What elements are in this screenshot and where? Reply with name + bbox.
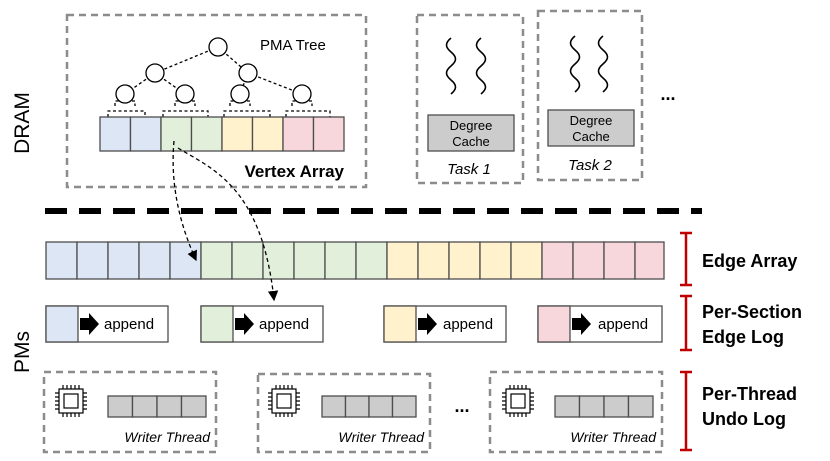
edge-log-1: append <box>45 305 169 343</box>
vertex-cell <box>190 116 223 152</box>
edge-cell <box>76 241 109 280</box>
undo-log-cell <box>344 395 370 418</box>
edge-cell <box>107 241 140 280</box>
undo-log-cell <box>321 395 347 418</box>
writer-thread-2: Writer Thread <box>256 372 432 454</box>
cpu-chip-icon <box>55 385 87 417</box>
append-arrow-icon <box>235 313 254 335</box>
edge-cell <box>417 241 450 280</box>
vertex-cell <box>160 116 193 152</box>
append-arrow-icon <box>418 313 437 335</box>
edge-cell <box>45 241 78 280</box>
undo-log-cell <box>107 395 134 418</box>
edge-cell <box>200 241 233 280</box>
edge-array <box>45 241 665 280</box>
task2-thread-icon <box>569 35 609 93</box>
undo-log-label-line2: Undo Log <box>702 409 786 429</box>
undo-log-label-line1: Per-Thread <box>702 384 797 404</box>
undo-log-cell <box>131 395 158 418</box>
append-label: append <box>104 316 154 333</box>
vertex-region-box <box>65 13 368 189</box>
edge-log-2: append <box>200 305 324 343</box>
task1-label: Task 1 <box>447 161 491 178</box>
edge-cell <box>138 241 171 280</box>
vertex-array-label: Vertex Array <box>244 162 344 181</box>
edge-cell <box>603 241 636 280</box>
undo-log-cell <box>156 395 183 418</box>
append-arrow-icon <box>80 313 99 335</box>
bracket-edge-log <box>680 294 692 352</box>
pms-label: PMs <box>11 331 34 373</box>
vertex-cell <box>282 116 315 152</box>
task1-cache-line2: Cache <box>452 134 490 149</box>
append-label: append <box>259 316 309 333</box>
vertex-cell <box>312 116 345 152</box>
edge-cell <box>355 241 388 280</box>
vertex-cell <box>99 116 132 152</box>
undo-log-cell <box>578 395 605 418</box>
edge-cell <box>448 241 481 280</box>
append-arrow-icon <box>572 313 591 335</box>
edge-log-label-line2: Edge Log <box>702 327 784 347</box>
vertex-to-edge-arrow <box>172 140 197 262</box>
task1-degree-cache <box>427 114 515 152</box>
vertex-to-log-arrow <box>177 147 279 302</box>
undo-log-cell <box>391 395 417 418</box>
undo-log-array <box>321 395 417 418</box>
edge-log-label-line1: Per-Section <box>702 302 802 322</box>
bracket-undo-log <box>680 370 692 452</box>
undo-log-array <box>107 395 207 418</box>
edge-cell <box>231 241 264 280</box>
writer-thread-label: Writer Thread <box>124 429 211 445</box>
writer-thread-3: Writer Thread <box>488 370 664 454</box>
task2-degree-cache <box>547 109 635 147</box>
edge-cell <box>634 241 665 280</box>
vertex-cell <box>129 116 162 152</box>
dram-label: DRAM <box>11 92 34 154</box>
edge-cell <box>541 241 574 280</box>
task1-cache-line1: Degree <box>450 118 493 133</box>
edge-cell <box>386 241 419 280</box>
task2-box <box>536 9 644 182</box>
edge-cell <box>572 241 605 280</box>
task1-thread-icon <box>445 37 487 95</box>
edge-log-4: append <box>537 305 663 343</box>
undo-log-array <box>554 395 654 418</box>
bracket-edge-array <box>680 231 692 287</box>
vertex-cell <box>251 116 284 152</box>
cpu-chip-icon <box>268 385 300 417</box>
undo-log-cell <box>368 395 394 418</box>
undo-log-cell <box>180 395 207 418</box>
append-label: append <box>598 316 648 333</box>
writer-thread-1: Writer Thread <box>42 370 218 454</box>
cpu-chip-icon <box>502 385 534 417</box>
more-tasks-ellipsis: ... <box>660 84 675 104</box>
pma-tree-label: PMA Tree <box>260 37 326 54</box>
undo-log-cell <box>627 395 654 418</box>
writer-thread-label: Writer Thread <box>338 429 425 445</box>
task2-label: Task 2 <box>568 157 612 174</box>
task2-cache-line1: Degree <box>570 113 613 128</box>
more-writers-ellipsis: ... <box>454 396 469 416</box>
edge-cell <box>324 241 357 280</box>
edge-cell <box>293 241 326 280</box>
edge-log-3: append <box>383 305 507 343</box>
edge-cell <box>169 241 202 280</box>
task1-box <box>415 13 525 185</box>
append-label: append <box>443 316 493 333</box>
undo-log-cell <box>554 395 581 418</box>
edge-cell <box>479 241 512 280</box>
edge-array-label: Edge Array <box>702 251 797 271</box>
task2-cache-line2: Cache <box>572 129 610 144</box>
vertex-array <box>99 116 345 152</box>
edge-cell <box>510 241 543 280</box>
pma-tree <box>107 37 331 117</box>
writer-thread-label: Writer Thread <box>570 429 657 445</box>
undo-log-cell <box>603 395 630 418</box>
vertex-cell <box>221 116 254 152</box>
